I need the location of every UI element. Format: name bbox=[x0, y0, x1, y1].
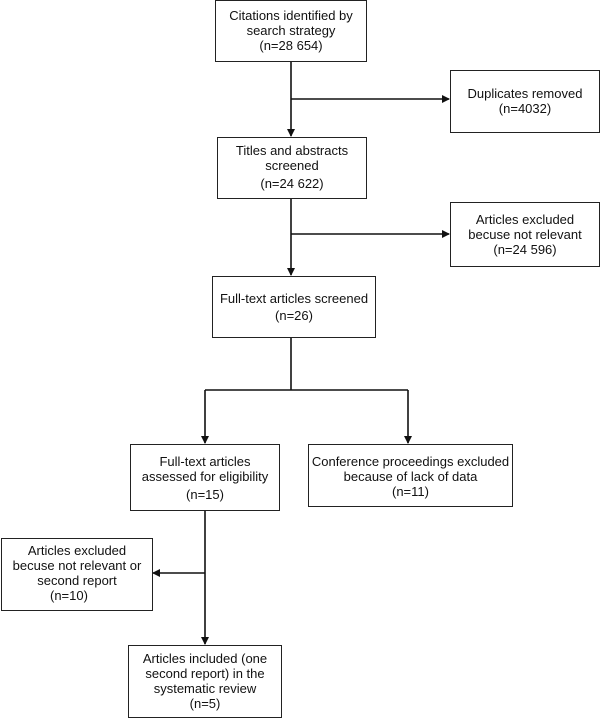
box-fulltext-screened: Full-text articles screened (n=26) bbox=[212, 276, 376, 338]
assessed-line-1: Full-text articles bbox=[159, 454, 251, 469]
second-report-line-2: becuse not relevant or bbox=[12, 558, 142, 573]
conference-line-2: because of lack of data bbox=[343, 469, 478, 484]
duplicates-line-2: (n=4032) bbox=[498, 101, 552, 116]
second-report-line-4: (n=10) bbox=[50, 588, 88, 603]
second-report-line-3: second report bbox=[37, 573, 117, 588]
included-line-2: second report) in the bbox=[145, 666, 265, 681]
excluded-nr-line-3: (n=24 596) bbox=[493, 242, 557, 257]
box-conference-proceedings-excluded: Conference proceedings excluded because … bbox=[308, 444, 513, 507]
box-articles-included: Articles included (one second report) in… bbox=[128, 645, 282, 718]
box-articles-excluded-not-relevant: Articles excluded becuse not relevant (n… bbox=[450, 202, 600, 267]
excluded-nr-line-2: becuse not relevant bbox=[468, 227, 582, 242]
box-assessed-eligibility: Full-text articles assessed for eligibil… bbox=[130, 444, 280, 511]
box-articles-excluded-second-report: Articles excluded becuse not relevant or… bbox=[1, 538, 153, 611]
included-line-3: systematic review bbox=[153, 681, 257, 696]
box-titles-abstracts-screened: Titles and abstracts screened (n=24 622) bbox=[217, 137, 367, 199]
included-line-1: Articles included (one bbox=[142, 651, 268, 666]
identified-line-1: Citations identified by bbox=[229, 8, 353, 23]
conference-line-1: Conference proceedings excluded bbox=[311, 454, 510, 469]
conference-line-3: (n=11) bbox=[392, 484, 429, 499]
screened-line-2: screened bbox=[265, 158, 319, 173]
screened-line-3: (n=24 622) bbox=[260, 176, 324, 191]
screened-line-1: Titles and abstracts bbox=[235, 143, 349, 158]
identified-line-2: search strategy bbox=[246, 23, 336, 38]
fulltext-line-2: (n=26) bbox=[275, 308, 313, 323]
fulltext-line-1: Full-text articles screened bbox=[219, 291, 369, 306]
included-line-4: (n=5) bbox=[189, 696, 221, 711]
second-report-line-1: Articles excluded bbox=[27, 543, 127, 558]
box-citations-identified: Citations identified by search strategy … bbox=[215, 0, 367, 62]
assessed-line-2: assessed for eligibility bbox=[141, 469, 269, 484]
identified-line-3: (n=28 654) bbox=[259, 38, 323, 53]
assessed-line-3: (n=15) bbox=[186, 487, 224, 502]
duplicates-line-1: Duplicates removed bbox=[467, 86, 583, 101]
excluded-nr-line-1: Articles excluded bbox=[475, 212, 575, 227]
box-duplicates-removed: Duplicates removed (n=4032) bbox=[450, 70, 600, 133]
